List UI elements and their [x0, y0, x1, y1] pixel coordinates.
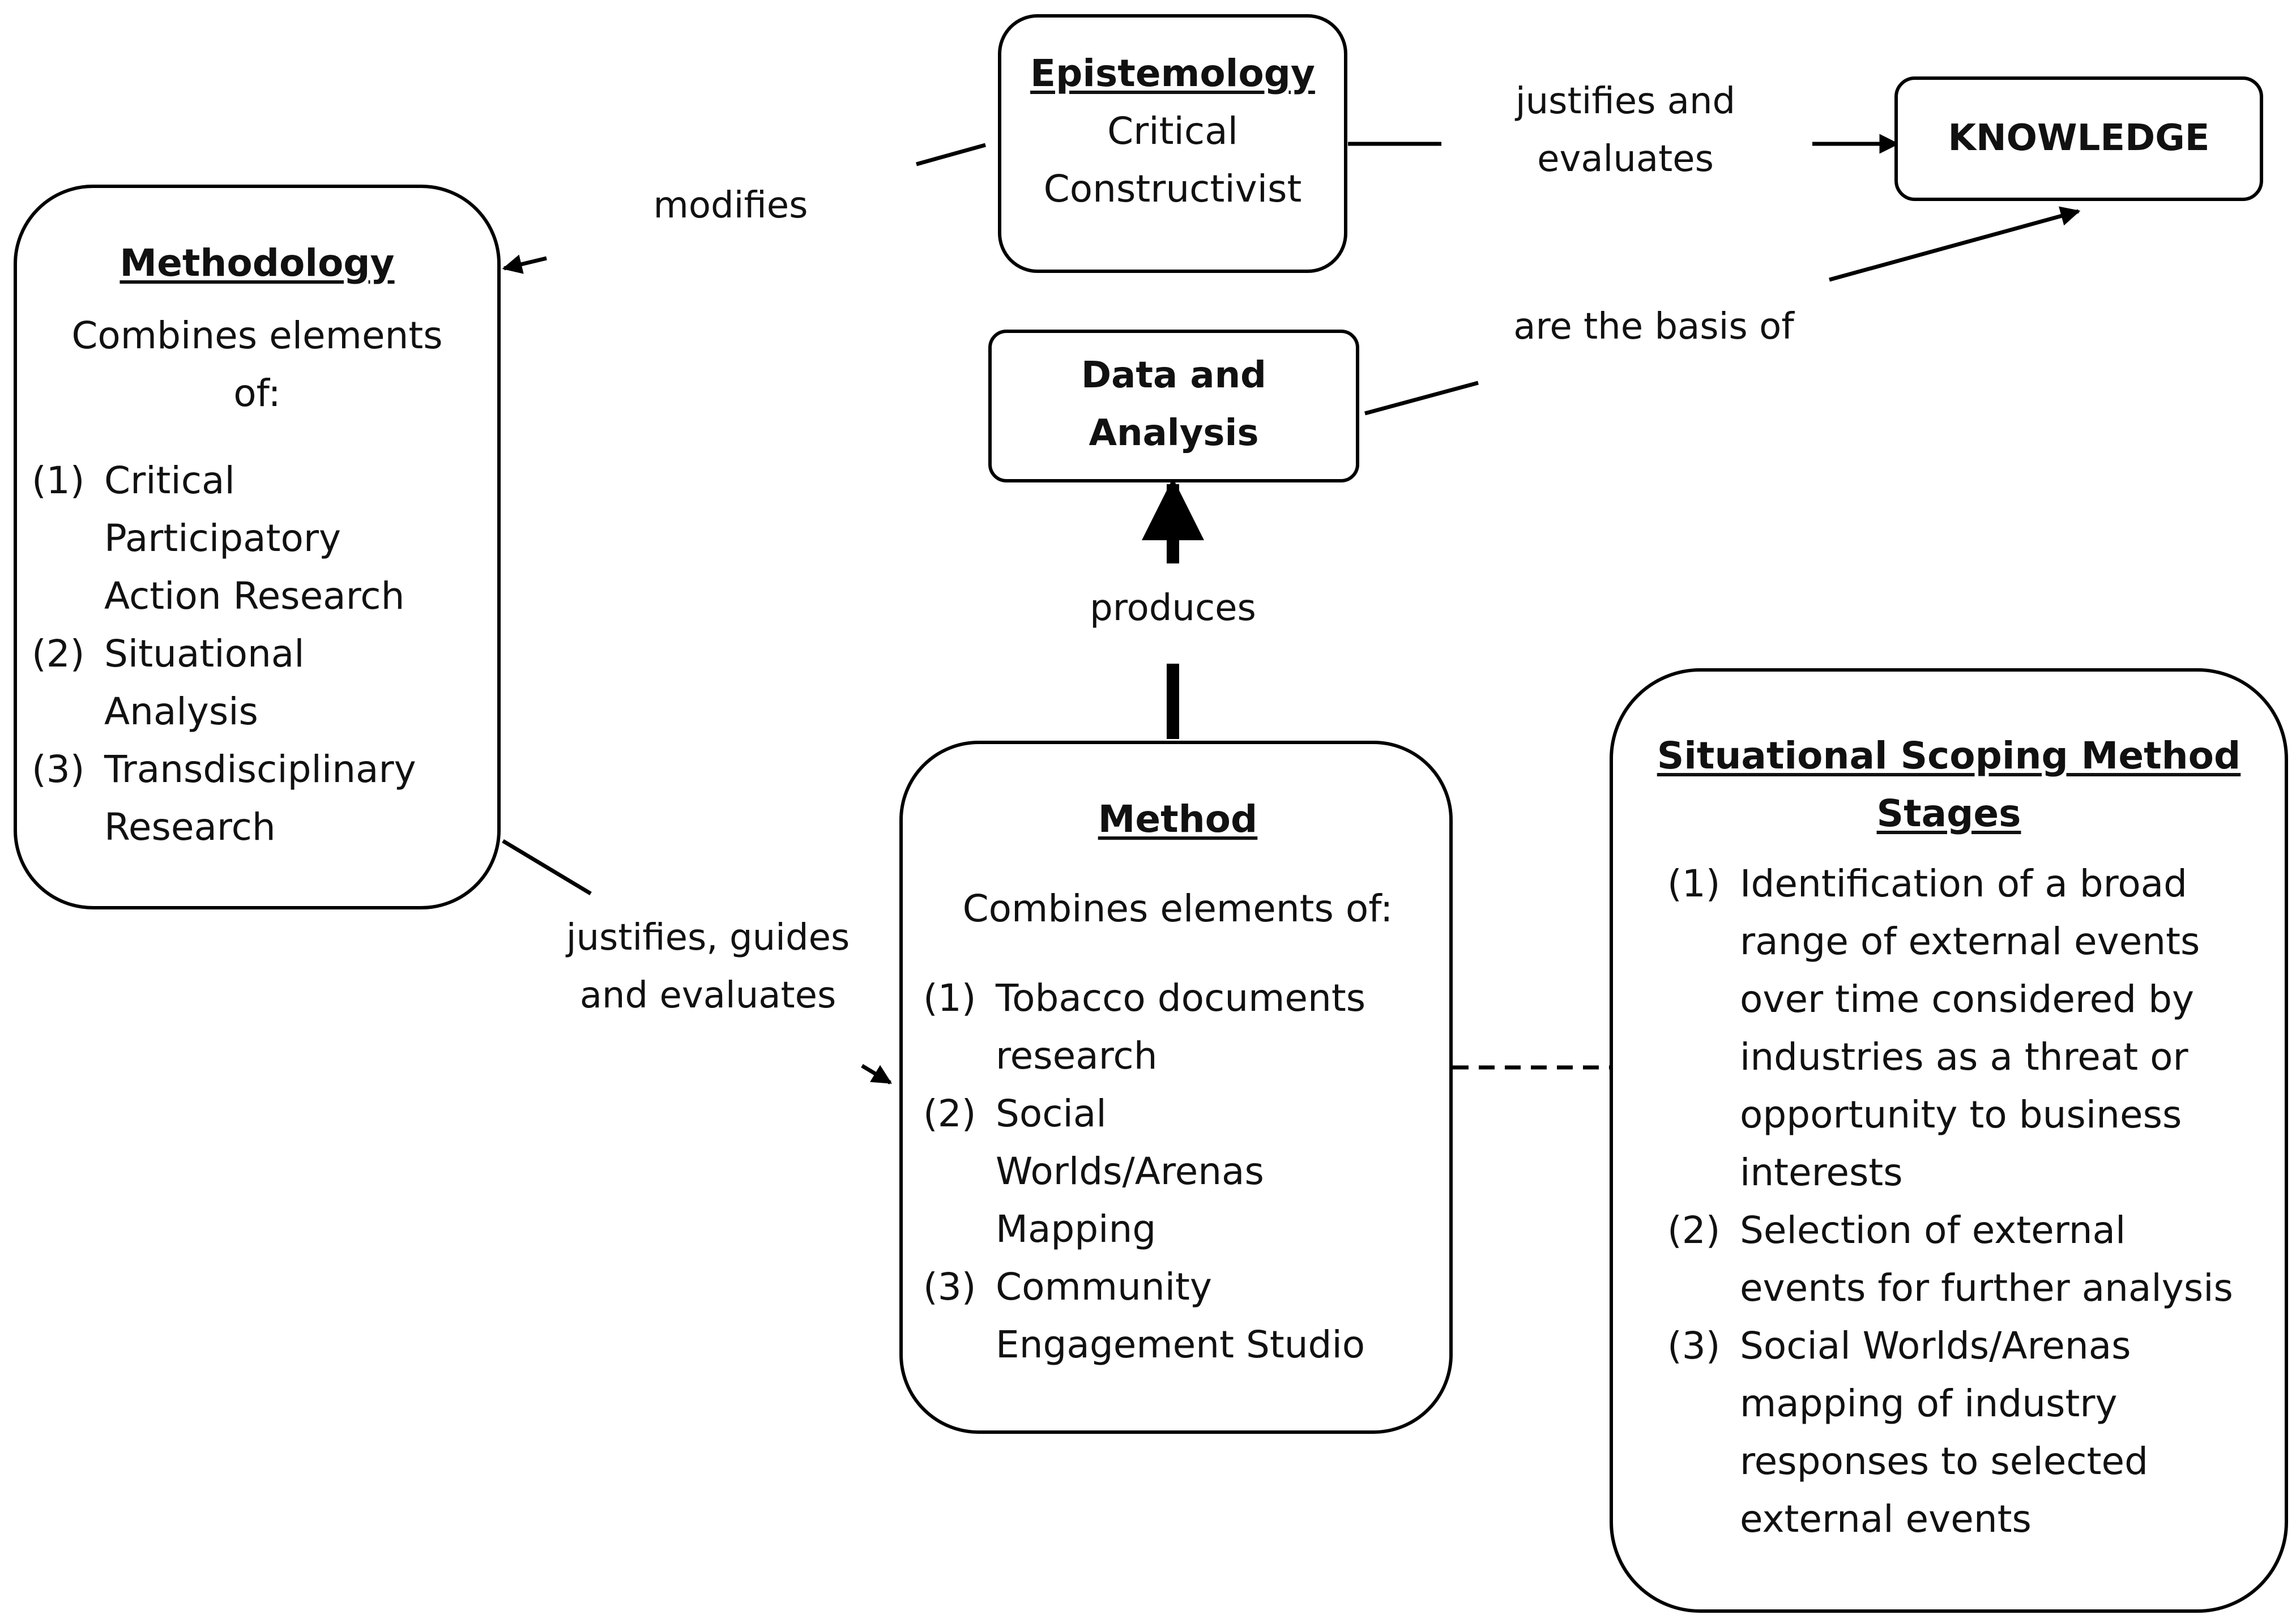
knowledge-title: KNOWLEDGE: [1948, 117, 2210, 159]
stages-item-2-line-1: Selection of external: [1740, 1208, 2126, 1252]
stages-item-1-line-5: opportunity to business: [1740, 1093, 2182, 1137]
stages-item-3-number: (3): [1667, 1324, 1721, 1368]
methodology-item-1-number: (1): [32, 459, 85, 502]
method-item-2-line-1: Social: [996, 1092, 1107, 1135]
stages-item-1: (1) Identification of a broad range of e…: [1667, 855, 2262, 1202]
edge-label-guides-line-1: justifies, guides: [566, 917, 850, 959]
method-item-1-number: (1): [923, 976, 976, 1020]
methodology-box: Methodology Combines elements of: (1) Cr…: [14, 185, 501, 909]
stages-item-1-number: (1): [1667, 862, 1721, 905]
edge-label-justifies-evaluates-line-1: justifies and: [1515, 80, 1736, 122]
data-analysis-line-1: Data and: [1081, 354, 1266, 396]
method-item-1-line-1: Tobacco documents: [996, 976, 1366, 1020]
method-item-2-line-2: Worlds/Arenas: [996, 1150, 1264, 1193]
epistemology-title: Epistemology: [1030, 52, 1315, 95]
methodology-item-1-line-2: Participatory: [104, 516, 342, 560]
guides-connector-upper: [502, 839, 592, 896]
modifies-connector-upper: [916, 143, 986, 166]
data-analysis-line-2: Analysis: [1089, 412, 1259, 454]
stages-item-3: (3) Social Worlds/Arenas mapping of indu…: [1667, 1317, 2262, 1548]
methodology-intro-line-2: of:: [233, 371, 281, 415]
method-title: Method: [1098, 797, 1258, 841]
method-item-3-line-1: Community: [996, 1265, 1212, 1309]
edge-label-justifies-evaluates-line-2: evaluates: [1537, 138, 1714, 180]
method-box: Method Combines elements of: (1) Tobacco…: [899, 741, 1453, 1434]
method-item-3: (3) Community Engagement Studio: [923, 1258, 1432, 1374]
method-item-1-line-2: research: [996, 1034, 1158, 1078]
epistemology-line-1: Critical: [1107, 109, 1238, 153]
stages-item-1-line-3: over time considered by: [1740, 977, 2195, 1021]
edge-label-guides-line-2: and evaluates: [579, 975, 837, 1016]
methodology-intro-line-1: Combines elements: [71, 314, 443, 357]
edge-label-basis-of: are the basis of: [1513, 306, 1794, 348]
stages-item-1-line-2: range of external events: [1740, 920, 2200, 963]
methodology-list: (1) Critical Participatory Action Resear…: [32, 452, 475, 856]
stages-item-3-line-1: Social Worlds/Arenas: [1740, 1324, 2131, 1368]
epistemology-line-2: Constructivist: [1043, 167, 1302, 211]
edge-label-guides: justifies, guides and evaluates: [532, 909, 884, 1024]
stages-item-3-line-4: external events: [1740, 1497, 2032, 1541]
modifies-arrow: [502, 254, 547, 274]
method-item-1: (1) Tobacco documents research: [923, 969, 1432, 1085]
methodology-title: Methodology: [120, 241, 395, 285]
stages-item-3-line-3: responses to selected: [1740, 1439, 2148, 1483]
methodology-item-2: (2) Situational Analysis: [32, 625, 475, 741]
edge-label-modifies: modifies: [653, 185, 808, 227]
data-analysis-box: Data and Analysis: [988, 330, 1359, 482]
methodology-item-1-line-3: Action Research: [104, 574, 405, 618]
methodology-item-3-number: (3): [32, 747, 85, 791]
edge-label-justifies-evaluates: justifies and evaluates: [1450, 72, 1801, 188]
method-list: (1) Tobacco documents research (2) Socia…: [923, 969, 1432, 1374]
method-intro: Combines elements of:: [962, 887, 1393, 930]
methodology-item-1: (1) Critical Participatory Action Resear…: [32, 452, 475, 625]
basis-arrow: [1829, 206, 2081, 282]
methodology-item-2-line-1: Situational: [104, 632, 305, 676]
stages-item-3-line-2: mapping of industry: [1740, 1382, 2118, 1425]
methodology-item-2-number: (2): [32, 632, 85, 676]
stages-item-2: (2) Selection of external events for fur…: [1667, 1202, 2262, 1317]
method-item-2: (2) Social Worlds/Arenas Mapping: [923, 1085, 1432, 1258]
method-item-2-line-3: Mapping: [996, 1207, 1156, 1251]
stages-list: (1) Identification of a broad range of e…: [1667, 855, 2262, 1548]
knowledge-box: KNOWLEDGE: [1894, 76, 2263, 201]
methodology-item-3-line-2: Research: [104, 805, 276, 849]
methodology-item-1-line-1: Critical: [104, 459, 235, 502]
stages-item-1-line-6: interests: [1740, 1151, 1903, 1194]
methodology-item-3-line-1: Transdisciplinary: [104, 747, 416, 791]
stages-item-1-line-1: Identification of a broad: [1740, 862, 2188, 905]
methodology-item-3: (3) Transdisciplinary Research: [32, 741, 475, 856]
stages-item-1-line-4: industries as a threat or: [1740, 1035, 2188, 1079]
epistemology-box: Epistemology Critical Constructivist: [998, 14, 1347, 273]
basis-connector-lower: [1364, 381, 1479, 416]
edge-label-produces: produces: [1090, 587, 1256, 629]
methodology-item-2-line-2: Analysis: [104, 690, 258, 733]
method-item-3-number: (3): [923, 1265, 976, 1309]
stages-title-line-2: Stages: [1876, 792, 2021, 835]
stages-item-2-line-2: events for further analysis: [1740, 1266, 2233, 1310]
guides-arrow: [861, 1063, 893, 1085]
method-item-2-number: (2): [923, 1092, 976, 1135]
stages-box: Situational Scoping Method Stages (1) Id…: [1610, 668, 2288, 1613]
stages-title-line-1: Situational Scoping Method: [1657, 734, 2241, 778]
method-item-3-line-2: Engagement Studio: [996, 1323, 1365, 1366]
stages-item-2-number: (2): [1667, 1208, 1721, 1252]
